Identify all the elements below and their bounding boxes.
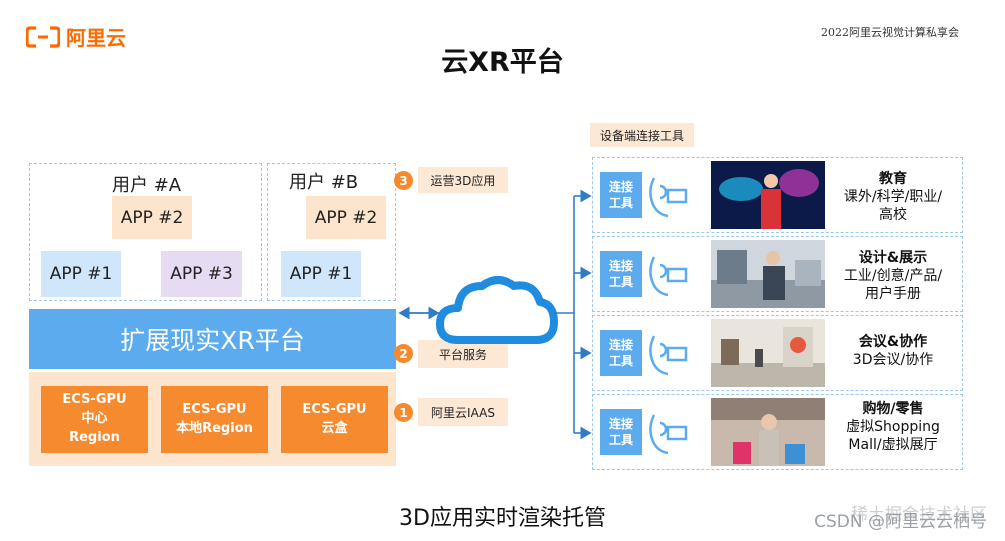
step-label: 运营3D应用 — [418, 167, 508, 193]
scenario-row — [592, 236, 963, 312]
user-b-box — [267, 163, 396, 301]
step-number: 3 — [394, 171, 413, 190]
ecs-line: Region — [69, 429, 120, 445]
design-photo — [711, 240, 825, 308]
scenario-title: 购物/零售 — [862, 401, 924, 417]
ecs-gpu-box: ECS-GPU 中心 Region — [41, 386, 148, 453]
ecs-gpu-box: ECS-GPU 云盒 — [281, 386, 388, 453]
scenario-detail: Mall/虚拟展厅 — [848, 437, 938, 454]
watermark-top: 稀土掘金技术社区 — [851, 505, 987, 525]
scenario-row — [592, 394, 963, 470]
bottom-caption: 3D应用实时渲染托管 — [399, 506, 606, 531]
ecs-line: 中心 — [81, 411, 108, 427]
app-box: APP #1 — [41, 251, 121, 297]
slide-title: 云XR平台 — [441, 47, 564, 78]
ecs-line: 云盒 — [321, 420, 348, 436]
connect-line: 连接 — [608, 416, 633, 431]
step-number: 1 — [394, 403, 413, 422]
app-box: APP #2 — [306, 196, 386, 239]
connector-graphics — [398, 189, 592, 440]
step-label: 阿里云IAAS — [418, 398, 508, 426]
ecs-line: ECS-GPU — [182, 401, 247, 417]
scenario-title: 会议&协作 — [858, 334, 928, 350]
event-title: 2022阿里云视觉计算私享会 — [821, 26, 959, 39]
connect-line: 工具 — [608, 433, 633, 447]
device-tools-label: 设备端连接工具 — [590, 123, 694, 147]
scenario-title: 设计&展示 — [858, 250, 928, 266]
user-b-title: 用户 #B — [289, 172, 359, 193]
scenario-detail: 高校 — [879, 207, 907, 224]
scenario-row — [592, 315, 963, 391]
ecs-line: 本地Region — [176, 420, 253, 436]
xr-platform-band: 扩展现实XR平台 — [29, 309, 396, 369]
vr-headset-icon — [649, 177, 688, 218]
meeting-photo — [711, 319, 825, 387]
scenario-detail: 虚拟Shopping — [846, 419, 940, 436]
scenario-detail: 3D会议/协作 — [852, 352, 934, 369]
scenario-detail: 课外/科学/职业/ — [843, 189, 943, 206]
connect-line: 工具 — [608, 275, 633, 289]
user-a-title: 用户 #A — [112, 175, 182, 196]
scenario-text: 设计&展示工业/创意/产品/用户手册 — [832, 249, 954, 304]
vr-headset-icon — [649, 414, 688, 455]
scenario-text: 教育课外/科学/职业/高校 — [832, 170, 954, 225]
connect-tool-label: 连接工具 — [600, 172, 642, 218]
connect-tool-label: 连接工具 — [600, 330, 642, 376]
step-label: 平台服务 — [418, 340, 508, 368]
ecs-line: ECS-GPU — [62, 392, 127, 408]
app-box: APP #1 — [281, 251, 361, 297]
app-box: APP #2 — [112, 196, 192, 239]
connect-line: 工具 — [608, 354, 633, 368]
user-a-box — [29, 163, 262, 301]
watermark: CSDN @阿里云云栖号 — [814, 512, 987, 532]
vr-headset-icon — [649, 256, 688, 297]
connect-line: 连接 — [608, 179, 633, 194]
connect-line: 连接 — [608, 258, 633, 273]
connect-line: 连接 — [608, 337, 633, 352]
ecs-gpu-box: ECS-GPU 本地Region — [161, 386, 268, 453]
scenario-title: 教育 — [879, 171, 907, 187]
scenario-row — [592, 157, 963, 233]
aliyun-logo: 阿里云 — [25, 22, 126, 51]
connect-line: 工具 — [608, 196, 633, 210]
step-number: 2 — [394, 344, 413, 363]
scenario-detail: 工业/创意/产品/ — [843, 268, 943, 285]
scenario-detail: 用户手册 — [865, 286, 921, 303]
app-box: APP #3 — [161, 251, 242, 297]
logo-text: 阿里云 — [66, 26, 126, 50]
connect-tool-label: 连接工具 — [600, 409, 642, 455]
education-photo — [711, 161, 825, 229]
aliyun-logo-icon — [25, 25, 61, 48]
scenario-text: 会议&协作 3D会议/协作 — [832, 333, 954, 369]
cloud-icon — [436, 276, 558, 344]
connect-tool-label: 连接工具 — [600, 251, 642, 297]
vr-headset-icon — [649, 335, 688, 376]
shopping-photo — [711, 398, 825, 466]
ecs-line: ECS-GPU — [302, 401, 367, 417]
